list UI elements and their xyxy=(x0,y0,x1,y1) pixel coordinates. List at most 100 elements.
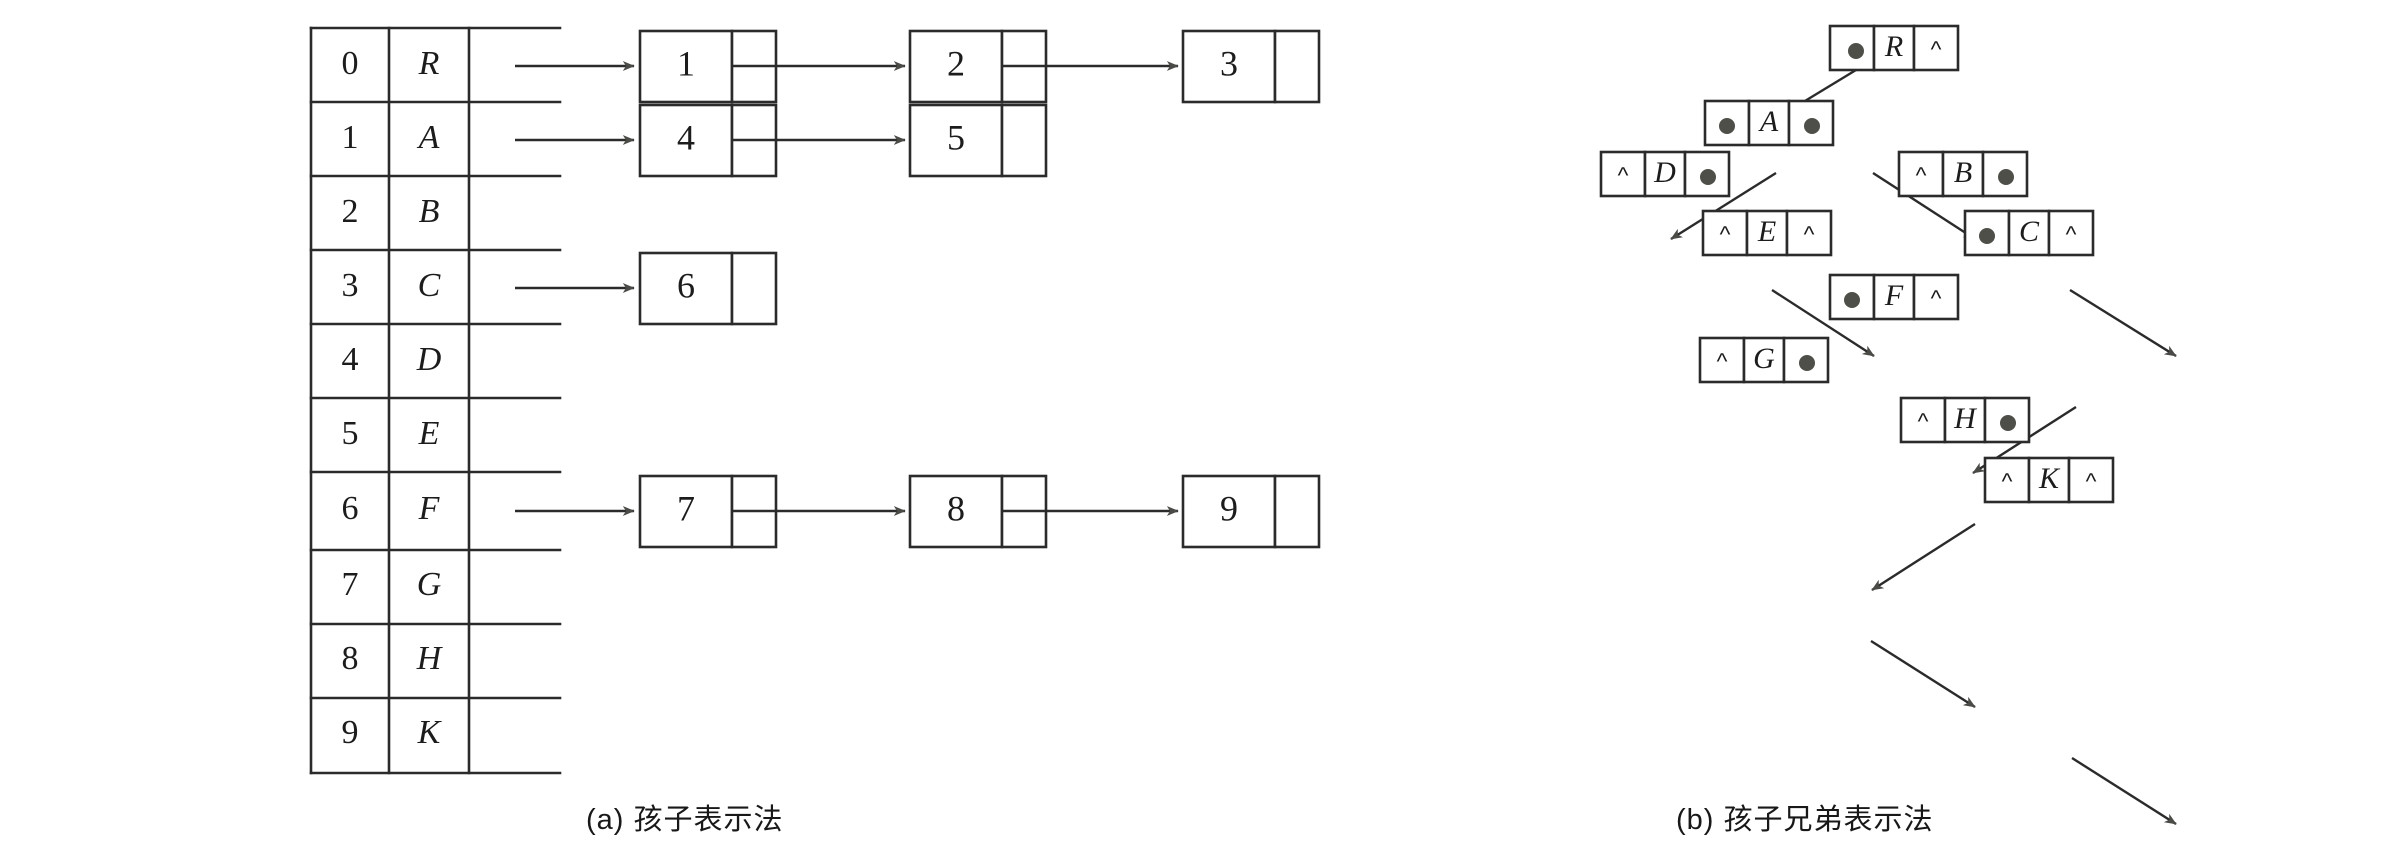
link-B-nextsibling-C xyxy=(2069,288,2177,358)
list-node-data-cell xyxy=(638,474,734,549)
list-node-label: 8 xyxy=(947,488,965,528)
list-node-label: 7 xyxy=(677,488,695,528)
list-node-label: 2 xyxy=(947,43,965,83)
list-node-ptr-cell xyxy=(1000,103,1048,178)
node-label: R xyxy=(1884,30,1903,63)
table-cell-index: 7 xyxy=(342,566,359,603)
pointer-dot-icon xyxy=(1848,43,1864,59)
pointer-dot-icon xyxy=(1998,169,2014,185)
child-list-row-0: 1 2 3 xyxy=(515,29,1321,104)
child-table: 0 R 1 A 2 B 3 C 4 D 5 E 6 F 7 G 8 H 9 K xyxy=(309,26,562,775)
link-A-firstchild-D xyxy=(1670,171,1777,241)
node-label: A xyxy=(1758,105,1779,138)
caption-b: (b) 孩子兄弟表示法 xyxy=(1676,804,1934,836)
null-glyph: ^ xyxy=(1916,162,1927,188)
link-A-nextsibling-B xyxy=(1872,171,1976,241)
sibling-node-C: C ^ xyxy=(1963,209,2095,257)
table-cell-data: H xyxy=(416,640,444,677)
table-cell-data: F xyxy=(418,490,441,527)
caption-a: (a) 孩子表示法 xyxy=(586,804,784,836)
node-label: D xyxy=(1653,156,1676,189)
list-node-label: 1 xyxy=(677,43,695,83)
sibling-node-B: ^ B xyxy=(1897,150,2029,198)
link-H-nextsibling-K xyxy=(2071,756,2177,826)
table-cell-index: 6 xyxy=(342,490,359,527)
null-glyph: ^ xyxy=(1720,221,1731,247)
node-label: B xyxy=(1954,156,1972,189)
node-data-cell xyxy=(1742,336,1786,384)
link-F-firstchild-G xyxy=(1871,522,1976,592)
node-firstchild-cell xyxy=(1701,209,1749,257)
table-cell-index: 9 xyxy=(342,714,359,751)
list-node-label: 5 xyxy=(947,117,965,157)
list-node-data-cell xyxy=(638,251,734,326)
null-glyph: ^ xyxy=(1717,348,1728,374)
table-cell-index: 8 xyxy=(342,640,359,677)
pointer-dot-icon xyxy=(1799,355,1815,371)
node-nextsibling-cell xyxy=(1785,209,1833,257)
sibling-node-K: ^ K ^ xyxy=(1983,456,2115,504)
null-glyph: ^ xyxy=(2002,468,2013,494)
table-cell-index: 3 xyxy=(342,267,359,304)
list-node-ptr-cell xyxy=(1273,474,1321,549)
list-node-label: 4 xyxy=(677,117,695,157)
null-glyph: ^ xyxy=(1918,408,1929,434)
child-list-row-1: 4 5 xyxy=(515,103,1048,178)
sibling-node-D: ^ D xyxy=(1599,150,1731,198)
node-label: E xyxy=(1757,215,1776,248)
list-node-data-cell xyxy=(638,29,734,104)
list-node-label: 3 xyxy=(1220,43,1238,83)
node-label: C xyxy=(2019,215,2040,248)
node-firstchild-cell xyxy=(1899,396,1947,444)
null-glyph: ^ xyxy=(1618,162,1629,188)
list-node-label: 9 xyxy=(1220,488,1238,528)
link-D-nextsibling-E xyxy=(1771,288,1875,358)
node-firstchild-cell xyxy=(1963,209,2011,257)
table-cell-data: B xyxy=(419,193,440,230)
node-label: H xyxy=(1953,402,1978,435)
table-cell-data: D xyxy=(416,341,442,378)
sibling-node-H: ^ H xyxy=(1899,396,2031,444)
child-list-row-3: 6 xyxy=(515,251,778,326)
table-cell-data: E xyxy=(418,415,440,452)
sibling-node-E: ^ E ^ xyxy=(1701,209,1833,257)
node-label: G xyxy=(1753,342,1775,375)
sibling-node-A: A xyxy=(1703,99,1835,147)
child-list-row-6: 7 8 9 xyxy=(515,474,1321,549)
sibling-node-G: ^ G xyxy=(1698,336,1830,384)
node-label: F xyxy=(1884,279,1904,312)
pointer-dot-icon xyxy=(1804,118,1820,134)
list-node-ptr-cell xyxy=(1273,29,1321,104)
null-glyph: ^ xyxy=(2066,221,2077,247)
node-nextsibling-cell xyxy=(2047,209,2095,257)
list-node-data-cell xyxy=(638,103,734,178)
list-node-ptr-cell xyxy=(730,251,778,326)
sibling-node-R: R ^ xyxy=(1828,24,1960,72)
table-cell-data: R xyxy=(418,45,440,82)
table-cell-index: 0 xyxy=(342,45,359,82)
null-glyph: ^ xyxy=(2086,468,2097,494)
table-cell-index: 1 xyxy=(342,119,359,156)
pointer-dot-icon xyxy=(2000,415,2016,431)
table-cell-data: C xyxy=(418,267,441,304)
pointer-dot-icon xyxy=(1979,228,1995,244)
table-cell-index: 5 xyxy=(342,415,359,452)
node-nextsibling-cell xyxy=(1983,396,2031,444)
list-node-data-cell xyxy=(1181,474,1277,549)
null-glyph: ^ xyxy=(1804,221,1815,247)
list-node-data-cell xyxy=(1181,29,1277,104)
node-firstchild-cell xyxy=(1983,456,2031,504)
table-cell-data: G xyxy=(417,566,442,603)
list-node-data-cell xyxy=(908,103,1004,178)
node-nextsibling-cell xyxy=(1912,273,1960,321)
null-glyph: ^ xyxy=(1931,285,1942,311)
node-data-cell xyxy=(2007,209,2051,257)
pointer-dot-icon xyxy=(1844,292,1860,308)
table-cell-index: 2 xyxy=(342,193,359,230)
node-nextsibling-cell xyxy=(2067,456,2115,504)
sibling-node-F: F ^ xyxy=(1828,273,1960,321)
table-cell-index: 4 xyxy=(342,341,359,378)
node-data-cell xyxy=(1745,209,1789,257)
